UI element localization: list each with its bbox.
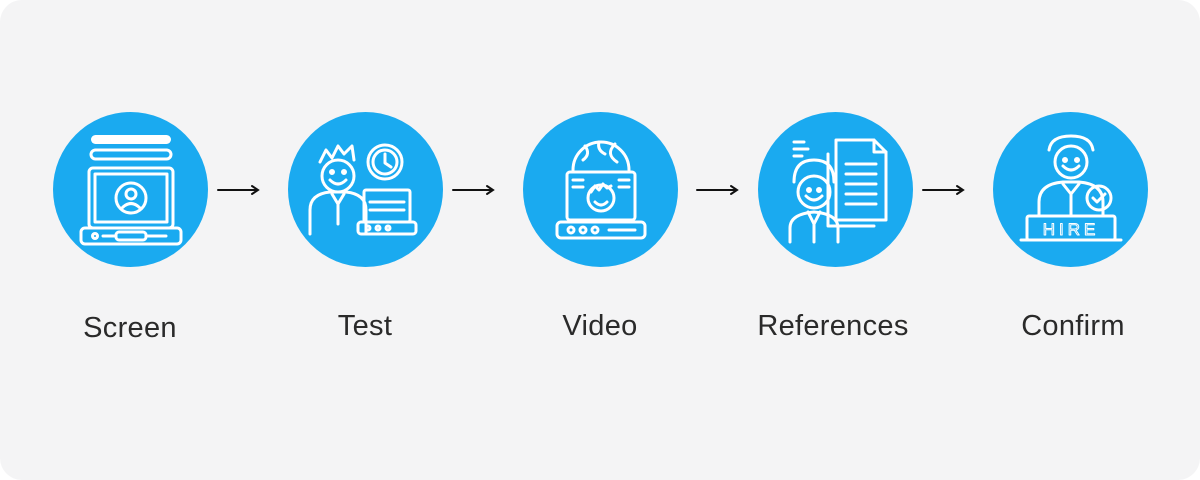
step-confirm-circle: HIRE [993, 112, 1148, 267]
step-screen-circle [53, 112, 208, 267]
step-video-circle [523, 112, 678, 267]
hire-desk-check-icon: HIRE [1019, 134, 1123, 242]
flow-arrow [922, 183, 966, 197]
step-label-screen: Screen [83, 312, 177, 344]
flow-arrow [452, 183, 496, 197]
hire-sign-text: HIRE [1043, 220, 1100, 239]
step-label-confirm: Confirm [1021, 310, 1125, 342]
candidate-clock-laptop-icon [308, 143, 418, 236]
step-label-video: Video [562, 310, 638, 342]
step-label-test: Test [337, 310, 393, 342]
person-documents-icon [788, 138, 888, 244]
flow-arrow [696, 183, 740, 197]
step-references-circle [758, 112, 913, 267]
video-call-laptop-icon [555, 140, 647, 240]
flow-arrow [217, 183, 261, 197]
step-test-circle [288, 112, 443, 267]
step-label-references: References [757, 310, 909, 342]
laptop-profile-icon [79, 135, 183, 246]
